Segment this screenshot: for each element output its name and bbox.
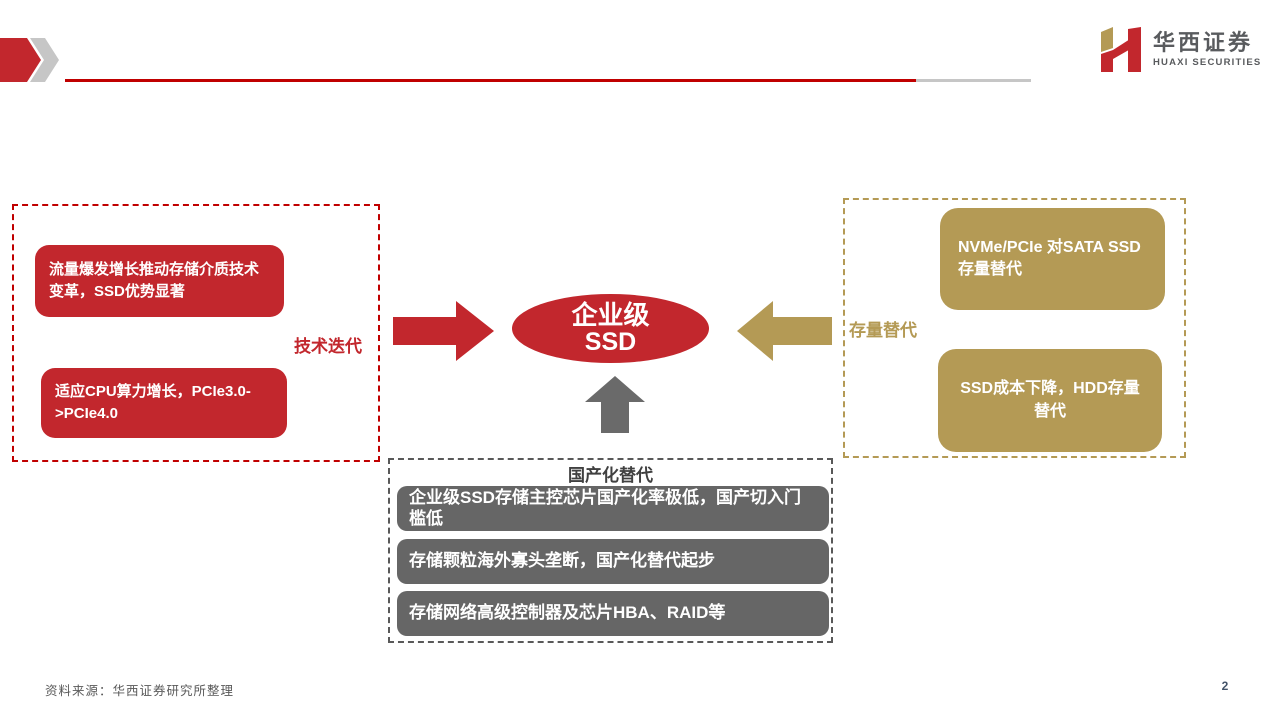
huaxi-logo: 华西证券 HUAXI SECURITIES — [1098, 27, 1261, 72]
logo-text: 华西证券 HUAXI SECURITIES — [1153, 29, 1262, 69]
domestic-item-2: 存储颗粒海外寡头垄断，国产化替代起步 — [397, 539, 829, 584]
tech-iteration-label: 技术迭代 — [294, 337, 362, 356]
logo-text-cn: 华西证券 — [1153, 29, 1254, 55]
enterprise-ssd-line2: SSD — [584, 328, 637, 357]
enterprise-ssd-node: 企业级 SSD — [512, 294, 709, 363]
arrow-left-icon — [737, 301, 832, 361]
page-number: 2 — [1221, 679, 1229, 693]
chevron-decoration-icon — [0, 38, 59, 82]
tech-item-1: 流量爆发增长推动存储介质技术变革，SSD优势显著 — [35, 245, 284, 317]
stock-replacement-group — [843, 198, 1186, 458]
logo-text-en: HUAXI SECURITIES — [1153, 57, 1262, 69]
domestic-item-3: 存储网络高级控制器及芯片HBA、RAID等 — [397, 591, 829, 636]
stock-replacement-label: 存量替代 — [849, 321, 917, 340]
header-rule-red — [65, 79, 916, 82]
domestic-item-1: 企业级SSD存储主控芯片国产化率极低，国产切入门槛低 — [397, 486, 829, 531]
tech-item-2: 适应CPU算力增长，PCIe3.0->PCIe4.0 — [41, 368, 287, 438]
header-rule-gray — [916, 79, 1031, 82]
stock-item-2: SSD成本下降，HDD存量替代 — [938, 349, 1162, 452]
domestic-replacement-group — [388, 458, 833, 643]
stock-item-1: NVMe/PCIe 对SATA SSD存量替代 — [940, 208, 1165, 310]
arrow-up-icon — [585, 376, 645, 433]
domestic-replacement-label: 国产化替代 — [568, 466, 653, 485]
source-note: 资料来源：华西证券研究所整理 — [45, 684, 235, 698]
enterprise-ssd-line1: 企业级 — [571, 299, 650, 330]
arrow-right-icon — [393, 301, 494, 361]
huaxi-logo-h-icon — [1101, 27, 1141, 72]
tech-iteration-group — [12, 204, 380, 462]
